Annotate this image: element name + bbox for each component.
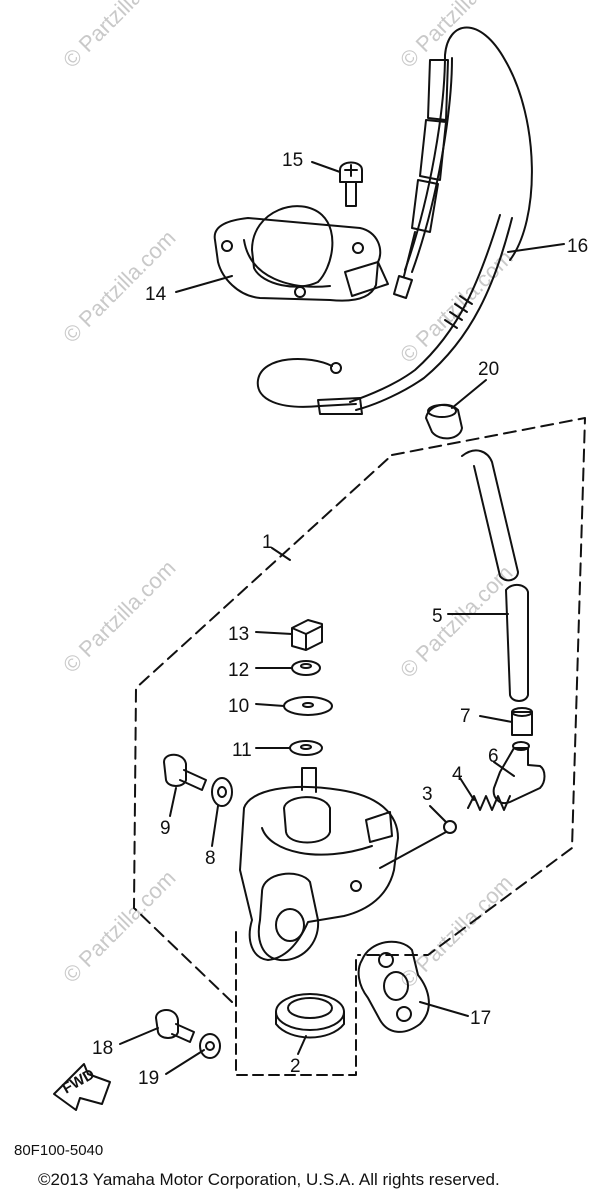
callout-2: 2 [290, 1056, 301, 1077]
leader-4 [459, 777, 475, 801]
callout-8: 8 [205, 848, 216, 869]
leader-2 [297, 1035, 307, 1055]
hose-16-ribs [444, 295, 473, 329]
callout-9: 9 [160, 818, 171, 839]
callout-18: 18 [92, 1038, 113, 1059]
callout-13: 13 [228, 624, 249, 645]
cover-14-body [213, 217, 382, 302]
bolt-18 [155, 1009, 195, 1043]
cable-rod [393, 231, 416, 299]
leader-1 [271, 547, 291, 561]
joint-7 [511, 711, 533, 736]
cable-tail [256, 357, 357, 408]
leader-14 [175, 275, 233, 293]
callout-17: 17 [470, 1008, 491, 1029]
leader-13 [255, 631, 293, 635]
gasket-box-outline [235, 931, 357, 1076]
leader-3 [429, 805, 447, 823]
spring-4 [467, 795, 511, 811]
ball-3 [443, 820, 457, 834]
leader-16 [507, 243, 565, 253]
callout-12: 12 [228, 660, 249, 681]
seal-2 [275, 993, 345, 1031]
hose-16 [349, 214, 513, 411]
pump-body [239, 785, 399, 961]
pump-boss [283, 796, 331, 844]
leader-9 [169, 787, 177, 817]
callout-14: 14 [145, 284, 167, 305]
pump-flange [257, 872, 320, 962]
leader-19 [165, 1049, 205, 1075]
fwd-arrow-icon [53, 1063, 111, 1111]
callout-4: 4 [452, 764, 463, 785]
diagram-code: 80F100-5040 [14, 1142, 104, 1159]
elbow-6 [492, 747, 546, 804]
cover-14-dome [251, 205, 334, 288]
callout-5: 5 [432, 606, 443, 627]
nut-13 [291, 619, 323, 651]
callout-11: 11 [232, 740, 252, 761]
cover-14-nipple [344, 261, 389, 297]
screw-15 [339, 161, 363, 207]
bolt-9 [163, 753, 207, 791]
leader-15 [311, 161, 341, 173]
leader-17 [419, 1001, 469, 1017]
callout-3: 3 [422, 784, 433, 805]
copyright-footer: ©2013 Yamaha Motor Corporation, U.S.A. A… [38, 1170, 500, 1189]
callout-15: 15 [282, 150, 303, 171]
leader-10 [255, 703, 285, 707]
leader-8 [211, 805, 219, 847]
callout-20: 20 [478, 359, 499, 380]
callout-7: 7 [460, 706, 471, 727]
gasket-17 [357, 940, 430, 1033]
pump-stud [301, 767, 317, 793]
leader-6 [493, 761, 515, 777]
collar-20 [425, 403, 463, 440]
leader-7 [479, 715, 513, 723]
callout-16: 16 [567, 236, 588, 257]
washer-8 [211, 777, 233, 807]
leader-20 [451, 379, 487, 409]
cable-outer [404, 26, 533, 271]
washer-19 [199, 1033, 221, 1059]
callout-19: 19 [138, 1068, 159, 1089]
callout-10: 10 [228, 696, 249, 717]
leader-pump [379, 831, 447, 869]
cable-end-fitting [411, 59, 449, 233]
leader-18 [119, 1027, 159, 1045]
hose-5-lower [505, 584, 529, 702]
assembly-outline [133, 417, 586, 1003]
callout-1: 1 [262, 532, 273, 553]
hose-5-upper [461, 449, 519, 582]
callout-6: 6 [488, 746, 499, 767]
